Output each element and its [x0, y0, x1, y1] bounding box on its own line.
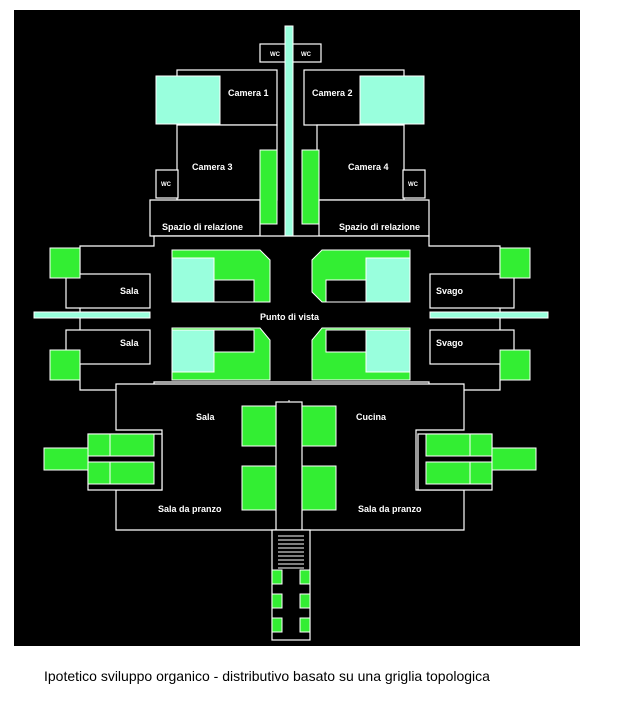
cyan-block-lower-left	[171, 329, 215, 373]
black-block-lower-right	[325, 329, 367, 353]
green-pranzo-left-square	[241, 465, 277, 511]
bottom-central-column	[275, 401, 303, 531]
green-tile-left-1	[87, 433, 111, 457]
green-tile-right-3	[425, 461, 471, 485]
green-tile-left-2	[109, 433, 155, 457]
label-sala-upper: Sala	[120, 286, 140, 296]
label-camera-2: Camera 2	[312, 88, 353, 98]
figure-caption: Ipotetico sviluppo organico - distributi…	[44, 668, 490, 684]
stair-green-left-1	[271, 569, 283, 585]
sala-upper-left-wing	[65, 273, 151, 309]
stair-green-right-3	[299, 617, 311, 633]
svago-upper-right-wing	[429, 273, 515, 309]
green-strip-left	[259, 149, 278, 225]
cyan-axis-left	[33, 311, 151, 319]
label-wc-camera-3: WC	[161, 182, 172, 188]
green-square-right-1	[499, 247, 531, 279]
green-square-left-1	[49, 247, 81, 279]
black-block-upper-left	[213, 279, 255, 303]
stair-green-left-3	[271, 617, 283, 633]
green-tile-right-2	[469, 433, 493, 457]
stair-green-right-1	[299, 569, 311, 585]
label-punto-di-vista: Punto di vista	[260, 312, 320, 322]
label-camera-1: Camera 1	[228, 88, 269, 98]
label-spazio-relazione-left: Spazio di relazione	[162, 222, 243, 232]
label-wc-camera-4: WC	[408, 182, 419, 188]
green-tile-right-1	[425, 433, 471, 457]
svago-lower-right-wing	[429, 329, 515, 365]
green-square-left-2	[49, 349, 81, 381]
dining-zone: Sala Cucina Sala da pranzo Sala da pranz…	[43, 383, 537, 531]
green-cucina-square	[301, 405, 337, 447]
label-sala-da-pranzo-left: Sala da pranzo	[158, 504, 222, 514]
label-svago-lower: Svago	[436, 338, 464, 348]
entrance-stair	[271, 529, 311, 641]
cyan-camera-2	[359, 75, 425, 125]
wc-top-left-label: WC	[270, 52, 281, 58]
green-tile-left-4	[109, 461, 155, 485]
living-zone: Sala Sala Svago Svago Punto di vista	[33, 235, 549, 391]
green-square-right-2	[499, 349, 531, 381]
green-strip-right	[301, 149, 320, 225]
green-tile-left-5	[43, 447, 89, 471]
wc-camera-4	[402, 169, 426, 199]
wc-top-right-label: WC	[301, 52, 312, 58]
bedroom-zone: WC WC Camera 1 Camera 2 WC Camera 3 WC C…	[155, 25, 426, 253]
black-block-lower-left	[213, 329, 255, 353]
green-sala-square	[241, 405, 277, 447]
label-sala-bottom: Sala	[196, 412, 216, 422]
cyan-camera-1	[155, 75, 221, 125]
cyan-block-upper-left	[171, 257, 215, 303]
stair-steps	[278, 535, 304, 569]
floor-plan-diagram: WC WC Camera 1 Camera 2 WC Camera 3 WC C…	[14, 10, 580, 646]
cyan-block-upper-right	[365, 257, 411, 303]
green-tile-right-5	[491, 447, 537, 471]
label-svago-upper: Svago	[436, 286, 464, 296]
central-spine	[284, 25, 294, 253]
label-camera-3: Camera 3	[192, 162, 233, 172]
green-tile-right-4	[469, 461, 493, 485]
label-sala-lower: Sala	[120, 338, 140, 348]
cyan-axis-right	[429, 311, 549, 319]
stair-green-right-2	[299, 593, 311, 609]
green-pranzo-right-square	[301, 465, 337, 511]
relation-zone: Spazio di relazione Spazio di relazione	[149, 199, 430, 237]
label-spazio-relazione-right: Spazio di relazione	[339, 222, 420, 232]
label-sala-da-pranzo-right: Sala da pranzo	[358, 504, 422, 514]
cyan-block-lower-right	[365, 329, 411, 373]
stair-green-left-2	[271, 593, 283, 609]
green-tile-left-3	[87, 461, 111, 485]
wc-camera-3	[155, 169, 179, 199]
label-cucina: Cucina	[356, 412, 387, 422]
label-camera-4: Camera 4	[348, 162, 389, 172]
black-block-upper-right	[325, 279, 367, 303]
